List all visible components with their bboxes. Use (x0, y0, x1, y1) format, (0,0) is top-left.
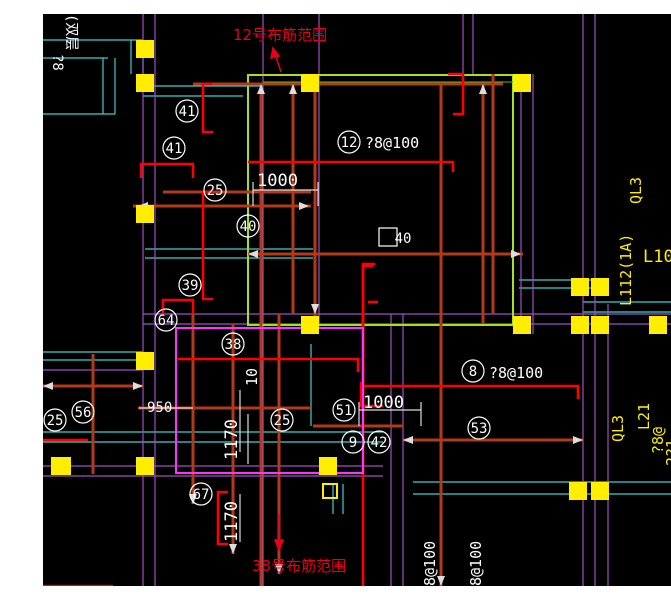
dimension-lines (139, 182, 422, 542)
beam-l10: L10 (643, 247, 671, 267)
mark-64: 64 (158, 313, 175, 329)
dim-1170-b: 1170 (222, 501, 242, 542)
mark-25b: 25 (274, 413, 291, 429)
spec-bottom-2: 8@100 (467, 541, 485, 586)
mark-39: 39 (182, 278, 199, 294)
spec-labels: ?8@100 ?8@100 8@100 8@100 (365, 134, 543, 586)
mark-42: 42 (371, 435, 388, 451)
annotation-arrows (270, 46, 285, 553)
spec-bottom-1: 8@100 (421, 541, 439, 586)
top-left-text: ?8 (双层 (49, 14, 79, 71)
beam-l112: L112(1A) (617, 234, 635, 306)
top-left-spec: ?8 (49, 54, 65, 71)
top-left-note: (双层 (63, 14, 79, 50)
dim-950: 950 (147, 400, 172, 416)
cad-viewport[interactable]: 41 41 25 40 39 64 38 12 40 8 51 9 42 53 … (43, 14, 671, 586)
mark-41b: 41 (166, 141, 183, 157)
beam-ql3-bottom: QL3 (609, 415, 627, 442)
mark-51: 51 (336, 403, 353, 419)
region-outline-38 (175, 327, 364, 474)
dim-10: 10 (243, 368, 261, 386)
mark-12: 12 (341, 135, 358, 151)
cad-drawing-canvas[interactable]: 41 41 25 40 39 64 38 12 40 8 51 9 42 53 … (43, 14, 671, 586)
beam-l21: L21 (635, 403, 653, 430)
beam-ql3-top: QL3 (627, 177, 645, 204)
columns (51, 40, 667, 500)
rebar-arrowheads (43, 84, 583, 586)
mark-53: 53 (471, 421, 488, 437)
mark-25c: 25 (47, 413, 64, 429)
mark-41a: 41 (179, 104, 196, 120)
mark-40a: 40 (240, 219, 257, 235)
mark-8: 8 (469, 364, 477, 380)
beam-lines (43, 14, 671, 586)
beam-spec-2: 2?1 (663, 439, 671, 466)
dimension-texts: 1000 1000 950 1170 1170 10 (147, 171, 404, 542)
mark-9: 9 (349, 435, 357, 451)
spec-8: ?8@100 (489, 364, 543, 382)
region-outline-12 (247, 74, 514, 326)
mark-38: 38 (225, 337, 242, 353)
dim-1000-mid: 1000 (363, 393, 404, 413)
bottom-region-label: 38号布筋范围 (252, 557, 347, 575)
mark-67: 67 (193, 487, 210, 503)
dim-1000-top: 1000 (257, 171, 298, 191)
rebar-mark-circles (43, 99, 491, 506)
rebar-mark-numbers: 41 41 25 40 39 64 38 12 40 8 51 9 42 53 … (47, 104, 488, 503)
mark-25a: 25 (207, 183, 224, 199)
beam-labels: QL3 L112(1A) L10 QL3 L21 ?8@ 2?1 (609, 177, 671, 466)
beam-spec-8: ?8@ (649, 427, 667, 454)
mark-box-40 (378, 227, 398, 247)
dim-1170-a: 1170 (222, 419, 242, 460)
red-rebar-lines (43, 72, 580, 586)
top-region-label: 12号布筋范围 (233, 26, 328, 44)
mark-40b: 40 (395, 231, 412, 247)
mark-56: 56 (75, 405, 92, 421)
spec-12: ?8@100 (365, 134, 419, 152)
